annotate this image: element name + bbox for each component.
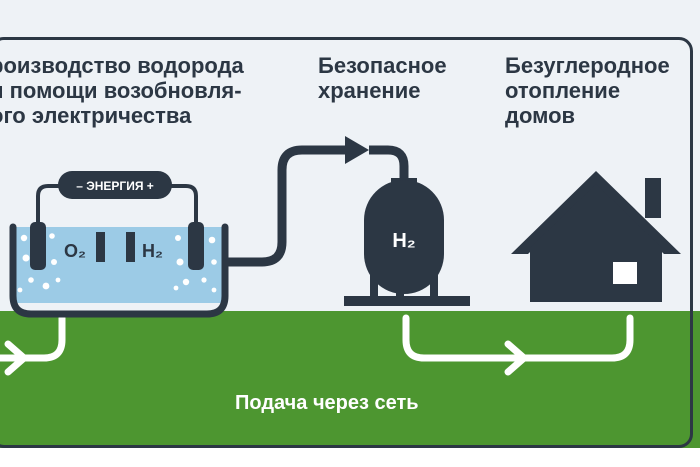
- grid-supply-label: Подача через сеть: [235, 392, 419, 414]
- oxygen-label: O₂: [64, 241, 86, 261]
- membrane-left: [96, 232, 105, 262]
- house-icon: [511, 171, 681, 302]
- membrane-right: [126, 232, 135, 262]
- bubbles: [17, 233, 217, 293]
- flow-line-left: [0, 314, 66, 362]
- heating-title: Безуглеродное отопление домов: [505, 53, 670, 128]
- electrode-left: [30, 222, 46, 270]
- tank-label: H₂: [392, 230, 415, 252]
- grid-flow-lines: [0, 314, 634, 362]
- hydrogen-tank-icon: H₂: [344, 178, 470, 306]
- electrolyzer-icon: – ЭНЕРГИЯ + O₂ H₂: [9, 171, 229, 318]
- ground-background: [0, 311, 700, 448]
- house-window: [613, 262, 637, 284]
- storage-title: Безопасное хранение: [318, 53, 447, 103]
- flow-line-right: [402, 314, 634, 362]
- bottom-strip: [0, 448, 700, 467]
- electrode-right: [188, 222, 204, 270]
- hydrogen-label: H₂: [142, 241, 163, 261]
- production-title: роизводство водорода и помощи возобновля…: [0, 53, 244, 128]
- pipe-arrow-icon: [223, 136, 409, 267]
- flow-arrow-icon: [4, 340, 528, 376]
- energy-box: [58, 171, 172, 199]
- energy-label: – ЭНЕРГИЯ +: [76, 179, 154, 193]
